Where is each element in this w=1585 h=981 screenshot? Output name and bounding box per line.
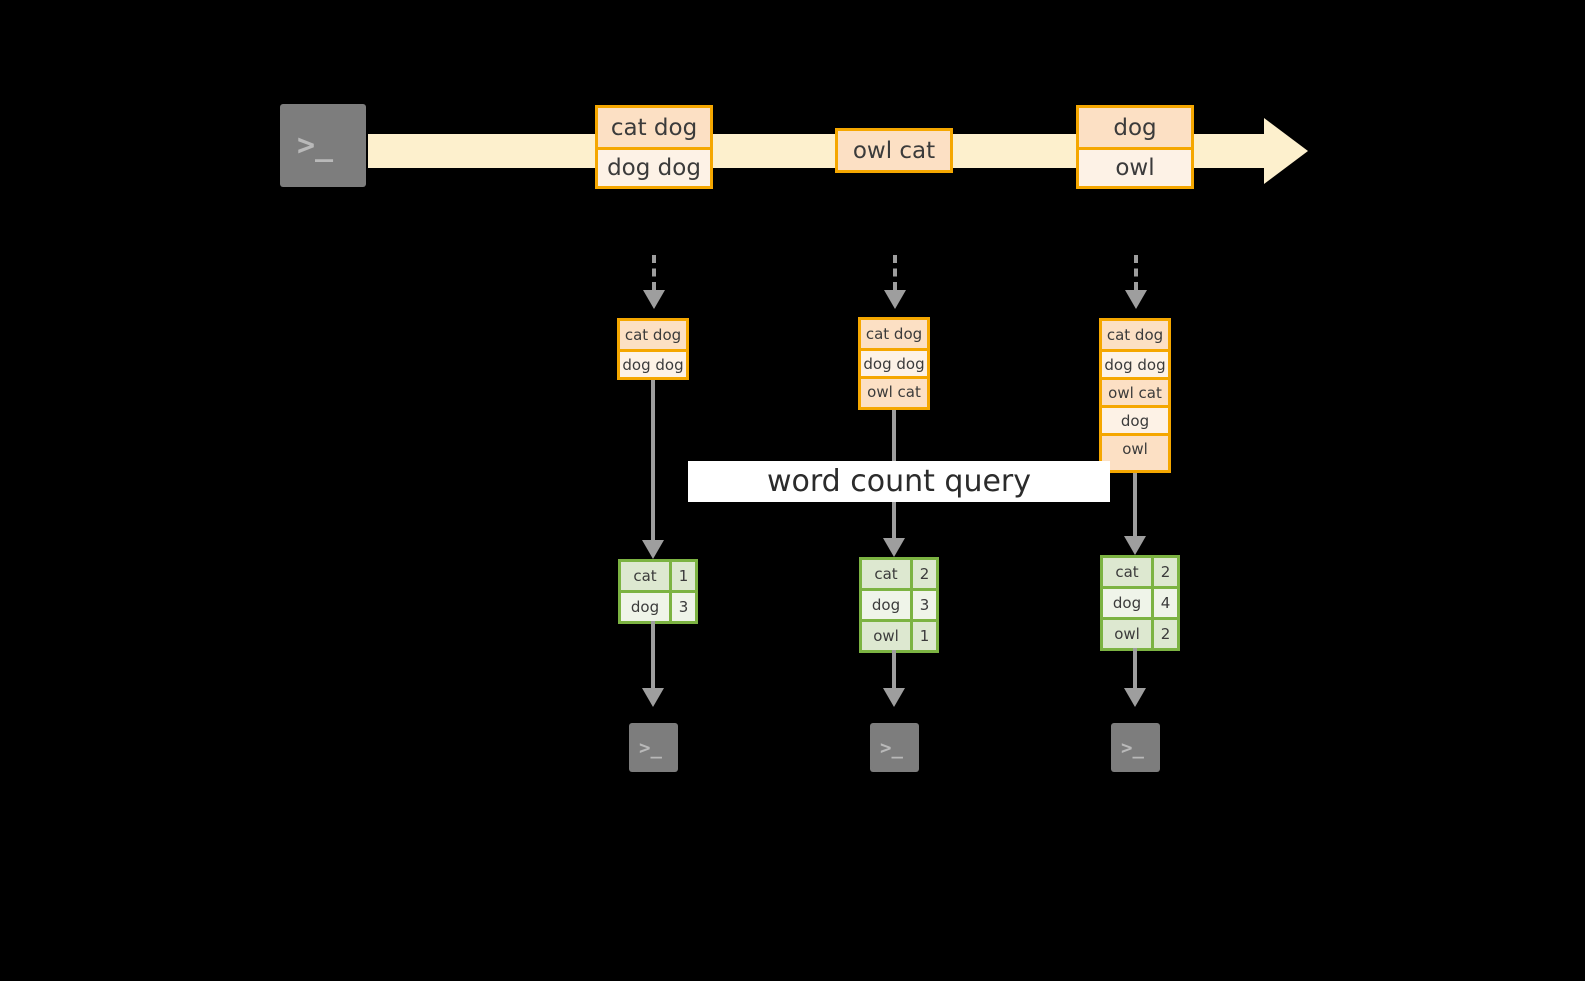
table-row: owl 1 <box>862 619 936 650</box>
state-line: owl <box>1102 433 1168 461</box>
stream-record-line: owl <box>1079 147 1191 186</box>
stream-record-group[interactable]: owl cat <box>835 128 953 173</box>
state-line: dog dog <box>620 349 686 377</box>
sink-terminal-icon[interactable]: >_ <box>1102 714 1169 781</box>
state-line: cat dog <box>861 320 927 348</box>
result-to-sink-connector <box>892 650 896 688</box>
state-snapshot-box[interactable]: cat dog dog dog owl cat dog owl <box>1099 318 1171 473</box>
table-row: owl 2 <box>1103 617 1177 648</box>
state-line: cat dog <box>620 321 686 349</box>
state-to-result-connector <box>651 380 655 540</box>
stream-to-state-arrowhead <box>884 290 906 309</box>
state-line: dog dog <box>861 348 927 376</box>
table-row: dog 3 <box>621 590 695 621</box>
stream-record-line: dog <box>1079 108 1191 147</box>
count-cell: 1 <box>910 622 936 650</box>
result-to-sink-arrowhead <box>1124 688 1146 707</box>
stream-record-line: cat dog <box>598 108 710 147</box>
word-cell: cat <box>1103 558 1151 586</box>
count-cell: 2 <box>1151 620 1177 648</box>
table-row: dog 3 <box>862 588 936 619</box>
terminal-body <box>280 104 366 187</box>
state-to-result-connector <box>1133 473 1137 536</box>
stream-record-line: owl cat <box>838 131 950 170</box>
terminal-prompt-glyph: >_ <box>880 737 903 759</box>
terminal-prompt-glyph: >_ <box>639 737 662 759</box>
sink-terminal-icon[interactable]: >_ <box>861 714 928 781</box>
state-line: cat dog <box>1102 321 1168 349</box>
terminal-body <box>870 723 919 772</box>
stream-to-state-connector <box>893 255 897 290</box>
source-terminal-icon[interactable]: >_ <box>271 95 375 196</box>
state-line: owl cat <box>1102 377 1168 405</box>
stream-to-state-arrowhead <box>643 290 665 309</box>
result-to-sink-connector <box>1133 648 1137 688</box>
stream-record-group[interactable]: dog owl <box>1076 105 1194 189</box>
result-to-sink-arrowhead <box>642 688 664 707</box>
word-cell: dog <box>1103 589 1151 617</box>
stream-to-state-connector <box>1134 255 1138 290</box>
stream-to-state-connector <box>652 255 656 290</box>
terminal-prompt-glyph: >_ <box>297 128 334 163</box>
state-line: dog dog <box>1102 349 1168 377</box>
word-count-result-table[interactable]: cat 2 dog 4 owl 2 <box>1100 555 1180 651</box>
stream-to-state-arrowhead <box>1125 290 1147 309</box>
count-cell: 3 <box>910 591 936 619</box>
word-cell: dog <box>621 593 669 621</box>
word-cell: owl <box>1103 620 1151 648</box>
word-cell: owl <box>862 622 910 650</box>
terminal-prompt-glyph: >_ <box>1121 737 1144 759</box>
word-count-result-table[interactable]: cat 2 dog 3 owl 1 <box>859 557 939 653</box>
table-row: cat 2 <box>1103 558 1177 586</box>
count-cell: 2 <box>910 560 936 588</box>
word-cell: dog <box>862 591 910 619</box>
state-line: owl cat <box>861 376 927 404</box>
terminal-body <box>1111 723 1160 772</box>
stream-record-line: dog dog <box>598 147 710 186</box>
state-snapshot-box[interactable]: cat dog dog dog owl cat <box>858 317 930 410</box>
result-to-sink-connector <box>651 621 655 688</box>
query-label-band: word count query <box>688 461 1110 502</box>
table-row: cat 1 <box>621 562 695 590</box>
word-count-result-table[interactable]: cat 1 dog 3 <box>618 559 698 624</box>
event-stream-arrow-head <box>1264 118 1308 184</box>
count-cell: 1 <box>669 562 695 590</box>
state-to-result-arrowhead <box>883 538 905 557</box>
state-line: dog <box>1102 405 1168 433</box>
word-cell: cat <box>862 560 910 588</box>
count-cell: 2 <box>1151 558 1177 586</box>
state-to-result-arrowhead <box>1124 536 1146 555</box>
state-snapshot-box[interactable]: cat dog dog dog <box>617 318 689 380</box>
table-row: dog 4 <box>1103 586 1177 617</box>
query-label: word count query <box>766 464 1032 499</box>
terminal-body <box>629 723 678 772</box>
stream-record-group[interactable]: cat dog dog dog <box>595 105 713 189</box>
word-cell: cat <box>621 562 669 590</box>
sink-terminal-icon[interactable]: >_ <box>620 714 687 781</box>
table-row: cat 2 <box>862 560 936 588</box>
result-to-sink-arrowhead <box>883 688 905 707</box>
count-cell: 3 <box>669 593 695 621</box>
count-cell: 4 <box>1151 589 1177 617</box>
state-to-result-arrowhead <box>642 540 664 559</box>
